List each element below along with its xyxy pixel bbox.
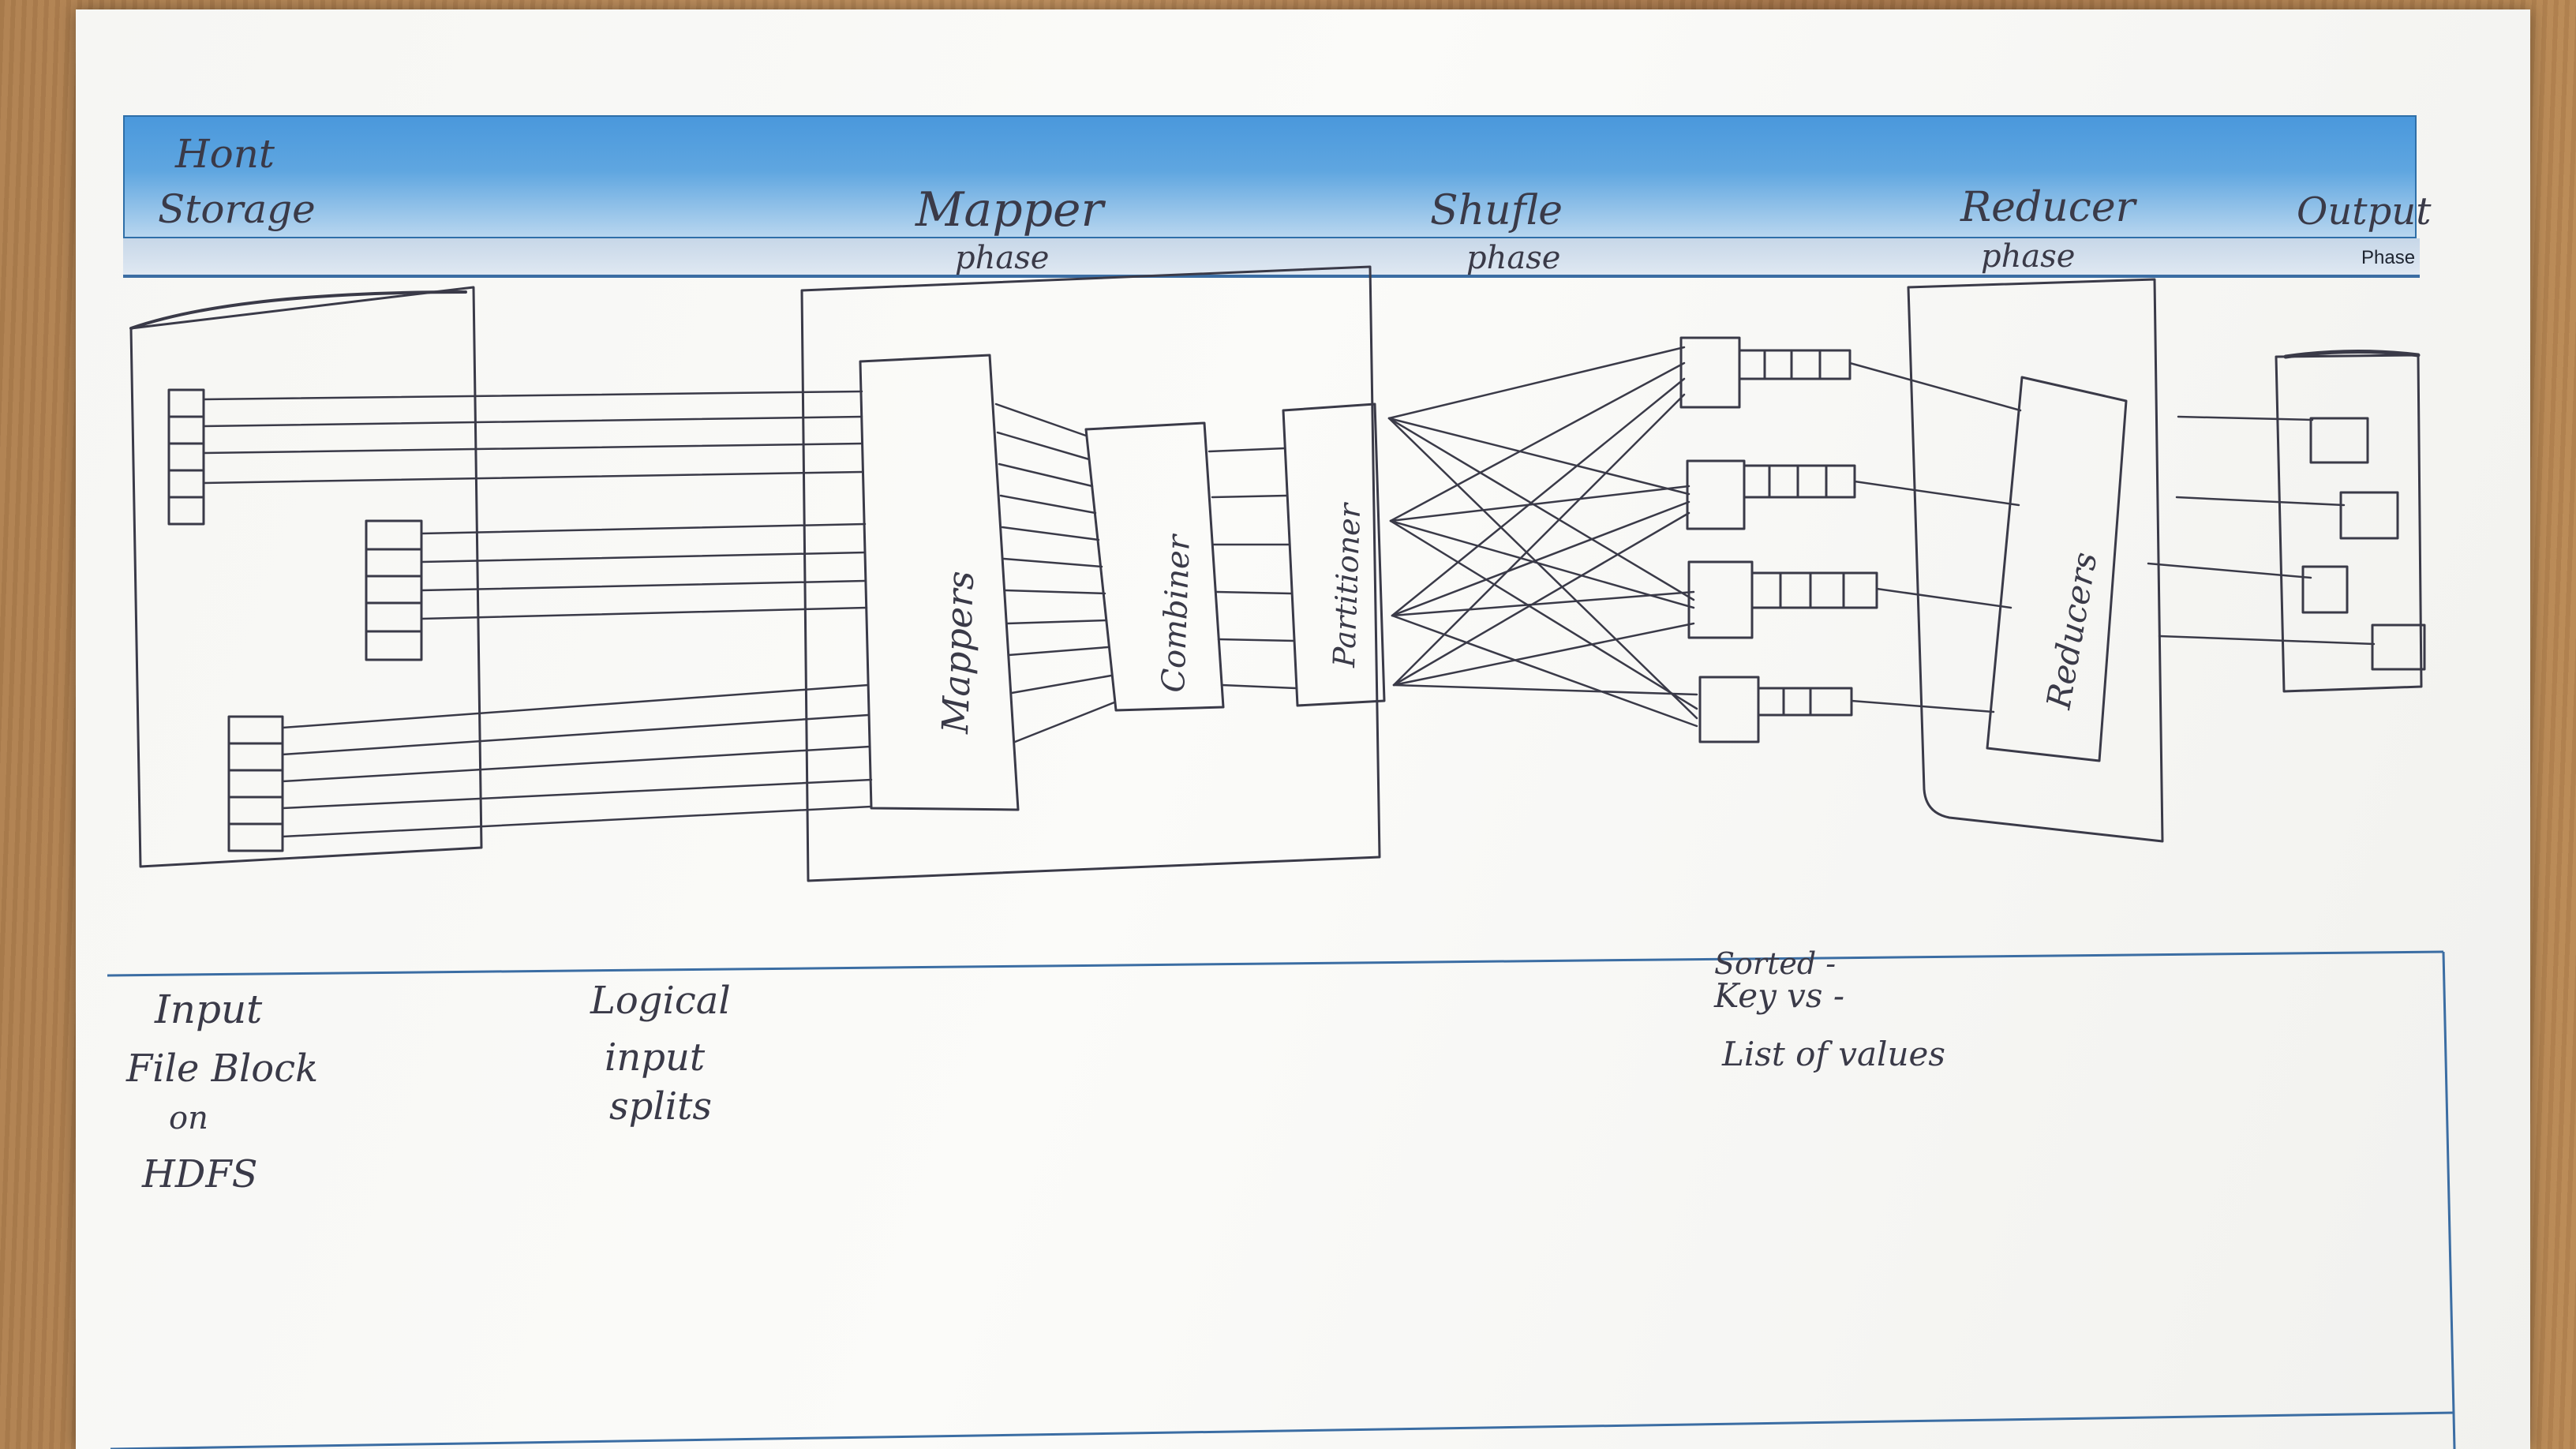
note-input-line1: Input — [154, 987, 263, 1032]
header-storage-line2: Storage — [158, 186, 316, 232]
file-block-3 — [227, 715, 284, 852]
note-splits-line2: input — [605, 1035, 706, 1080]
mappers-box — [859, 354, 1020, 811]
file-block-2 — [365, 519, 423, 661]
key-box-1 — [1679, 336, 1741, 409]
output-file-4 — [2371, 623, 2426, 671]
header-storage-line1: Hont — [174, 131, 275, 177]
note-input-line2: File Block — [125, 1046, 318, 1091]
phase-notes: Input File Block on HDFS Logical input s… — [125, 946, 1945, 1196]
note-input-line3: on — [169, 1100, 208, 1136]
mappers-label: Mappers — [934, 570, 982, 735]
storage-box — [129, 286, 483, 868]
partitioner-box — [1282, 402, 1386, 707]
note-splits-line3: splits — [609, 1084, 712, 1129]
note-input-line4: HDFS — [141, 1152, 258, 1196]
shuffle-lines — [1387, 346, 1698, 728]
note-sorted-line3: List of values — [1721, 1035, 1945, 1073]
header-mapper-line1: Mapper — [915, 182, 1106, 238]
reducer-output-lines — [2147, 415, 2376, 646]
table-right-border — [2442, 951, 2456, 1449]
output-file-1 — [2309, 417, 2369, 464]
phase-header-band — [123, 115, 2417, 238]
combiner-box — [1084, 421, 1225, 712]
partitioner-label: Partitioner — [1327, 501, 1367, 669]
reducers-label: Reducers — [2039, 549, 2104, 713]
header-mapper-line2: phase — [955, 240, 1049, 276]
table-divider-line — [107, 950, 2444, 977]
column-headers: Hont Storage Mapper phase Shufle phase R… — [158, 131, 2432, 276]
key-box-3 — [1687, 560, 1754, 639]
combiner-label: Combiner — [1155, 532, 1197, 693]
note-splits-line1: Logical — [590, 979, 731, 1023]
header-reducer-line2: phase — [1981, 238, 2075, 275]
header-reducer-line1: Reducer — [1960, 184, 2138, 231]
input-split-lines — [202, 390, 873, 838]
reducer-phase-box — [1907, 278, 2164, 843]
key-box-2 — [1686, 459, 1746, 530]
combiner-partitioner-lines — [1208, 447, 1297, 690]
header-shuffle-line2: phase — [1466, 240, 1560, 276]
output-file-3 — [2301, 565, 2349, 614]
output-container — [2275, 354, 2423, 693]
note-sorted-line2: Key vs - — [1713, 976, 1844, 1015]
mapper-phase-box — [800, 265, 1381, 882]
component-labels: Mappers Combiner Partitioner Reducers — [934, 501, 2105, 736]
queue-reducer-lines — [1848, 361, 2022, 713]
output-file-2 — [2339, 491, 2399, 540]
header-shuffle-line1: Shufle — [1430, 187, 1563, 234]
file-block-1 — [167, 388, 205, 526]
header-output-line2: Phase — [2361, 247, 2415, 268]
table-bottom-border — [110, 1411, 2455, 1449]
header-output-line1: Output — [2297, 189, 2432, 234]
note-sorted-line1: Sorted - — [1714, 946, 1836, 981]
mapper-combiner-lines — [994, 402, 1116, 743]
reducers-box — [1986, 376, 2128, 762]
key-box-4 — [1698, 676, 1760, 743]
sorted-key-queues — [1679, 336, 1878, 743]
printed-rules — [107, 950, 2456, 1449]
